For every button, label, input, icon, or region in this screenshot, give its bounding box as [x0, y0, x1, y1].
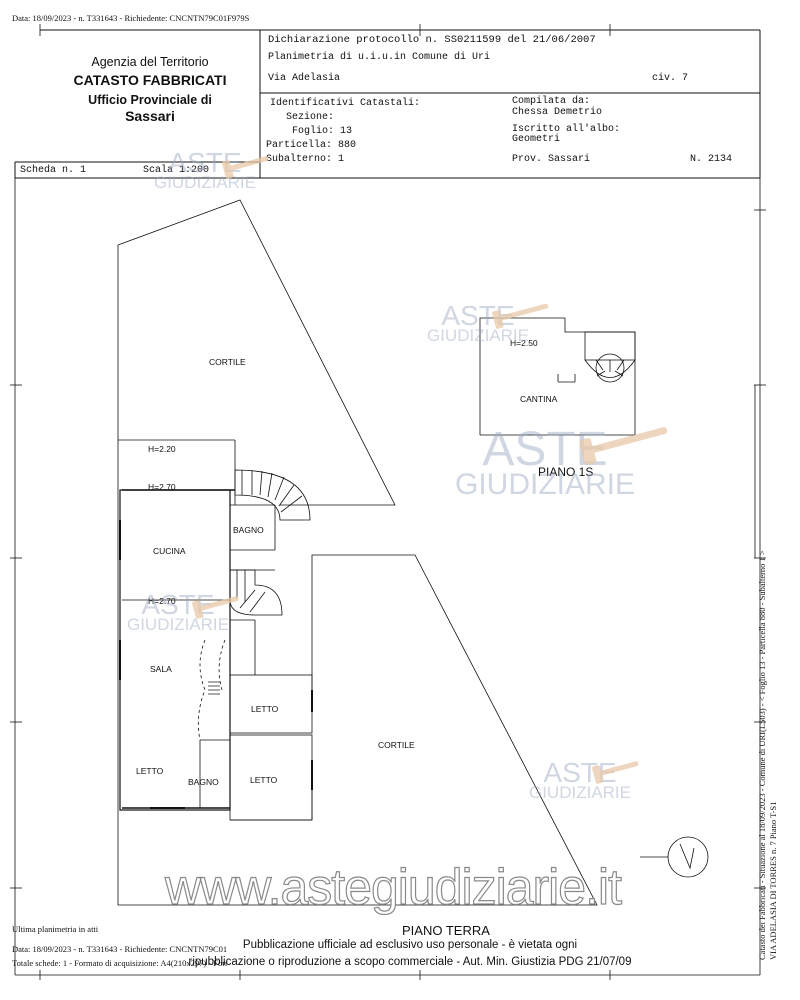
compiler-label: Compilata da:	[512, 96, 591, 107]
watermark-notice-1: Pubblicazione ufficiale ad esclusivo uso…	[242, 939, 578, 951]
room-bagno-top: BAGNO	[233, 525, 264, 535]
gavel-icon	[192, 596, 239, 619]
agency-catasto: CATASTO FABBRICATI	[73, 72, 227, 88]
footer-data: Data: 18/09/2023 - n. T331643 - Richiede…	[12, 944, 227, 954]
agency-city: Sassari	[125, 108, 175, 124]
watermark-giudiziarie: GIUDIZIARIE	[454, 468, 635, 502]
watermark-giudiziarie: GIUDIZIARIE	[426, 326, 529, 346]
identifiers-sezione: Sezione:	[286, 112, 335, 123]
declaration-planimetry: Planimetria di u.i.u.in Comune di Uri	[268, 52, 491, 63]
room-letto-3: LETTO	[250, 775, 278, 785]
cortile-bottom-outline	[117, 554, 598, 906]
gavel-icon	[222, 156, 269, 179]
compiler-albo-label: Iscritto all'albo:	[512, 124, 621, 135]
declaration-civ: civ. 7	[652, 73, 689, 84]
compiler-albo: Geometri	[512, 134, 561, 145]
footer-ultima: Ultima planimetria in atti	[12, 924, 99, 934]
watermark-giudiziarie: GIUDIZIARIE	[126, 615, 229, 635]
scala-label: Scala 1:200	[143, 165, 210, 176]
cortile-top-outline	[117, 199, 396, 506]
scheda-label: Scheda n. 1	[20, 165, 87, 176]
compiler-name: Chessa Demetrio	[512, 107, 603, 118]
room-bagno-bottom: BAGNO	[188, 777, 219, 787]
watermark-notice-2: ripubblicazione o riproduzione a scopo c…	[188, 956, 632, 968]
room-sala: SALA	[150, 664, 172, 674]
identifiers-foglio: Foglio: 13	[292, 126, 353, 137]
gavel-icon	[592, 761, 639, 784]
floor-label-terra: PIANO TERRA	[402, 923, 490, 938]
height-h250: H=2.50	[510, 338, 538, 348]
declaration-protocol: Dichiarazione protocollo n. SS0211599 de…	[268, 34, 596, 46]
compiler-number: N. 2134	[690, 154, 733, 165]
height-h270b: H=2.70	[148, 596, 176, 606]
room-cantina: CANTINA	[520, 394, 558, 404]
room-cortile-bottom: CORTILE	[378, 740, 415, 750]
room-letto-2: LETTO	[136, 766, 164, 776]
footer-totale: Totale schede: 1 - Formato di acquisizio…	[12, 958, 227, 968]
agency-name: Agenzia del Territorio	[91, 55, 209, 69]
height-h270a: H=2.70	[148, 482, 176, 492]
agency-office: Ufficio Provinciale di	[88, 93, 212, 107]
room-cucina: CUCINA	[153, 546, 186, 556]
identifiers-title: Identificativi Catastali:	[270, 98, 421, 109]
watermark-site: www.astegiudiziarie.it	[164, 858, 622, 915]
side-text-2: VIA ADELASIA DI TORRES n. 7 Piano T-S1	[768, 801, 778, 960]
watermark-giudiziarie: GIUDIZIARIE	[153, 173, 256, 193]
room-letto-1: LETTO	[251, 704, 279, 714]
gavel-icon	[579, 427, 668, 465]
height-h220: H=2.20	[148, 444, 176, 454]
compiler-prov: Prov. Sassari	[512, 154, 591, 165]
room-cortile-top: CORTILE	[209, 357, 246, 367]
watermark-giudiziarie: GIUDIZIARIE	[528, 783, 631, 803]
top-meta: Data: 18/09/2023 - n. T331643 - Richiede…	[12, 13, 250, 23]
identifiers-particella: Particella: 880	[266, 140, 357, 151]
declaration-address: Via Adelasia	[268, 73, 341, 84]
gavel-icon	[492, 303, 549, 329]
identifiers-subalterno: Subalterno: 1	[266, 154, 345, 165]
side-text-1: Catasto dei Fabbricati - Situazione al 1…	[757, 550, 767, 960]
floor-label-1s: PIANO 1S	[538, 465, 594, 479]
